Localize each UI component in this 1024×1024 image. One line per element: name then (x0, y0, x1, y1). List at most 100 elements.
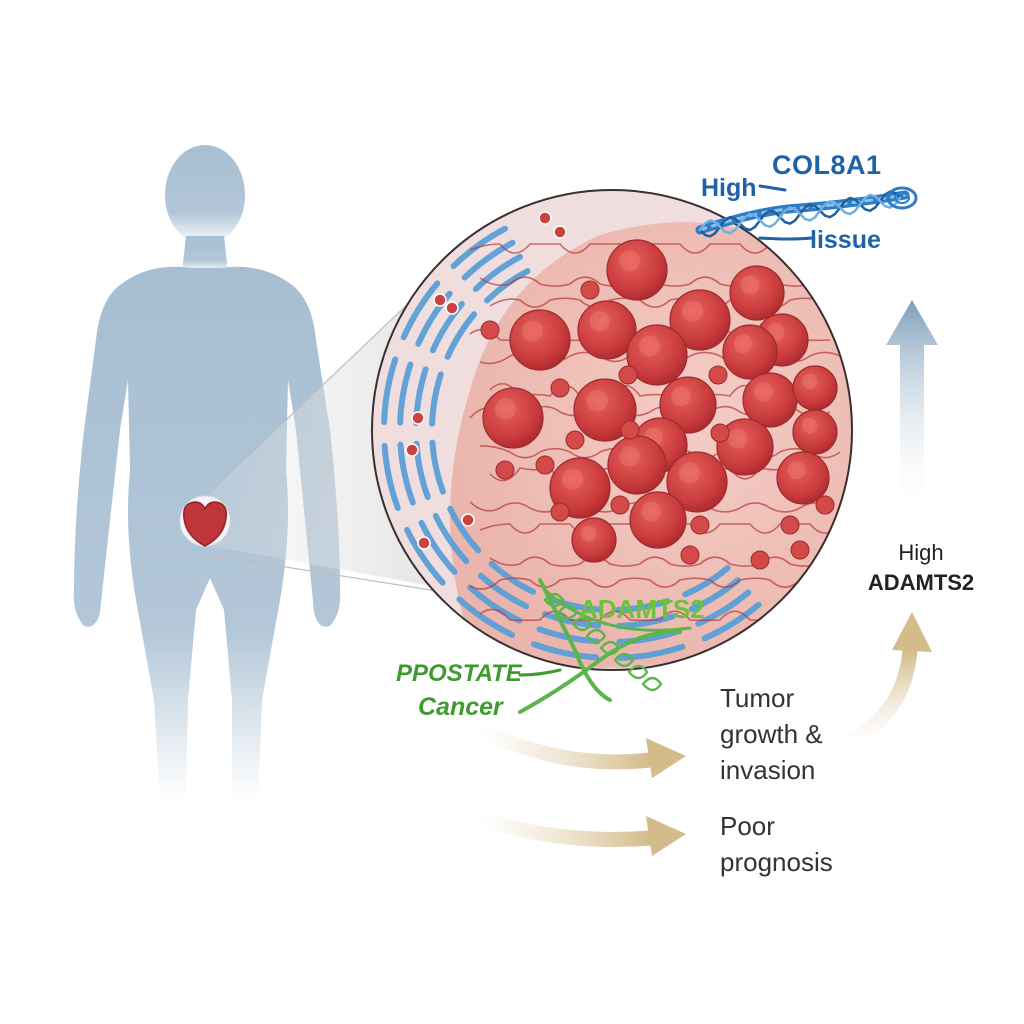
cell-highlight (619, 446, 640, 467)
high-adamts2-line1: High (898, 540, 944, 565)
tumor-cell (716, 418, 774, 476)
small-tumor-cell (690, 515, 710, 535)
stroma-fiber (450, 225, 508, 269)
stroma-fiber (531, 641, 600, 661)
cell-highlight (801, 373, 818, 390)
cell-highlight (728, 428, 748, 449)
stroma-fiber (415, 290, 453, 347)
tumor-cell (571, 517, 617, 563)
tumor-cell (776, 451, 830, 505)
tumor-cell (792, 365, 838, 411)
col8a1-high-label: High (701, 174, 757, 202)
tumor-cell (729, 265, 785, 321)
stroma-nucleus (433, 293, 447, 307)
stroma-fiber (695, 589, 752, 627)
small-tumor-cell (780, 515, 800, 535)
tissue-magnification (371, 189, 853, 671)
stroma-fiber (418, 519, 458, 575)
small-tumor-cell (620, 420, 640, 440)
stroma-nuclei (405, 211, 567, 550)
tumor-cell (659, 376, 717, 434)
tumor-growth-label: Tumor growth & invasion (720, 680, 823, 788)
stroma-nucleus (411, 411, 425, 425)
stroma-fiber (429, 371, 444, 427)
stroma-fiber (472, 253, 523, 292)
small-tumor-cell (550, 502, 570, 522)
increase-arrow-icon (886, 300, 938, 515)
tumor-cell (607, 435, 667, 495)
tumor-cell (666, 451, 728, 513)
stroma-fiber (461, 239, 516, 281)
prognosis-line-1: Poor (720, 811, 775, 841)
cell-highlight (801, 417, 818, 434)
stroma-fiber (404, 526, 446, 586)
poor-prognosis-label: Poor prognosis (720, 808, 833, 880)
small-tumor-cell (535, 455, 555, 475)
prostate-gland-icon (179, 495, 231, 547)
stroma-fiber (456, 596, 516, 638)
stroma-fiber (488, 560, 537, 595)
tumor-cell (722, 324, 778, 380)
small-tumor-cell (480, 320, 500, 340)
stroma-nucleus (417, 536, 431, 550)
stroma-fiber (447, 505, 482, 554)
small-tumor-cell (565, 430, 585, 450)
tumor-cell (669, 289, 731, 351)
stroma-nucleus (538, 211, 552, 225)
cell-highlight (733, 334, 753, 354)
small-tumor-cell (750, 550, 770, 570)
col8a1-label: COL8A1 (772, 150, 882, 180)
stroma-fiber (429, 301, 465, 354)
cell-highlight (619, 250, 640, 272)
small-tumor-cell (680, 545, 700, 565)
cell-highlight (562, 468, 583, 490)
tumor-cell (792, 409, 838, 455)
tumor-cell (577, 300, 637, 360)
high-adamts2-line2: ADAMTS2 (867, 570, 975, 595)
col8a1-collagen-fiber (695, 184, 918, 241)
small-tumor-cell (550, 378, 570, 398)
small-tumor-cell (580, 280, 600, 300)
tumor-line-2: growth & (720, 719, 823, 749)
stroma-fiber (617, 643, 686, 661)
stroma-nucleus (445, 301, 459, 315)
cell-highlight (580, 525, 597, 542)
cell-highlight (522, 320, 543, 342)
blood-vessel (469, 577, 831, 590)
stroma-fiber (477, 572, 530, 610)
tumor-cell (549, 457, 611, 519)
stroma-fiber (381, 356, 399, 425)
small-tumor-cell (495, 460, 515, 480)
tumor-cell (742, 372, 798, 428)
cell-highlight (740, 275, 760, 295)
cell-highlight (641, 501, 661, 522)
cancer-label: Cancer (418, 693, 503, 721)
stroma-fiber (432, 512, 470, 565)
cell-highlight (639, 335, 660, 357)
cell-highlight (787, 461, 806, 480)
adamts2-fiber (518, 578, 692, 714)
small-tumor-cell (710, 423, 730, 443)
small-tumor-cell (618, 365, 638, 385)
stroma-fiber (444, 311, 478, 360)
tumor-cell-cluster (480, 239, 838, 570)
stroma-nucleus (461, 513, 475, 527)
stroma-fiber (701, 601, 762, 642)
tumor-cell (509, 309, 571, 371)
cell-highlight (753, 382, 773, 402)
cell-highlight (671, 386, 691, 407)
curved-flow-arrow-icon (470, 612, 932, 856)
stroma-nucleus (553, 225, 567, 239)
prognosis-line-2: prognosis (720, 847, 833, 877)
cell-highlight (682, 300, 703, 322)
adamts2-label: ADAMTS2 (579, 594, 705, 624)
cell-highlight (589, 311, 610, 332)
stroma-fiber (397, 361, 414, 426)
stroma-fiber (400, 280, 441, 341)
small-tumor-cell (708, 365, 728, 385)
tumor-cell (606, 239, 668, 301)
small-tumor-cell (610, 495, 630, 515)
cell-highlight (679, 462, 700, 484)
stroma-fiber (615, 598, 671, 613)
